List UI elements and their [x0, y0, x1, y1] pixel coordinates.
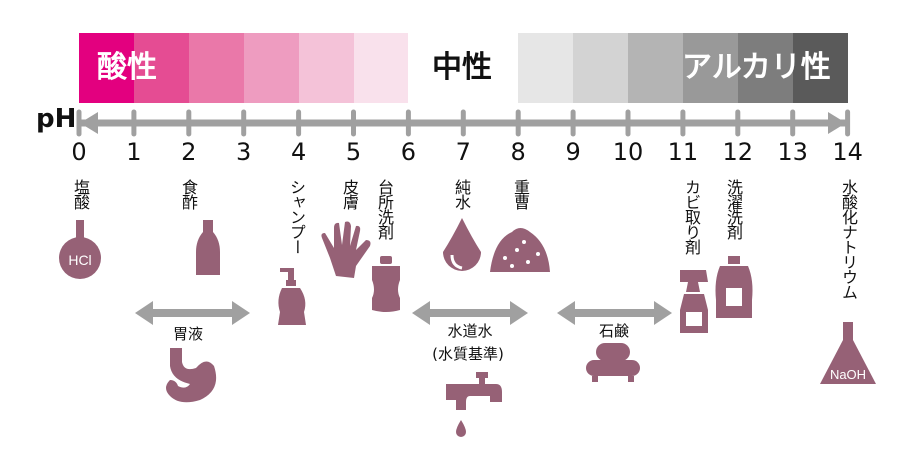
ph-segment-12	[737, 33, 793, 103]
laundry-bottle-icon	[715, 256, 753, 318]
label-vinegar: 食酢	[179, 179, 198, 209]
flask-naoh-icon: NaOH	[820, 322, 876, 384]
ph-segment-0	[79, 33, 134, 103]
label-pure-water: 純水	[452, 179, 471, 209]
tick-label: 8	[510, 138, 526, 166]
tick-label: 13	[777, 138, 808, 166]
shampoo-pump-icon	[278, 268, 306, 325]
hand-skin-icon	[321, 221, 371, 278]
label-soap: 石鹸	[598, 322, 630, 340]
ph-segment-5	[353, 33, 409, 103]
ph-axis-label: pH	[36, 104, 77, 134]
label-tap-water: 水道水	[447, 322, 493, 340]
label-mold-remover: カビ取り剤	[682, 179, 701, 254]
water-drop-icon	[443, 218, 481, 271]
naoh-icon-text: NaOH	[830, 367, 866, 382]
tick-label: 2	[181, 138, 197, 166]
hcl-icon-text: HCl	[68, 252, 91, 268]
label-sodium-hydroxide: 水酸化ナトリウム	[839, 179, 858, 299]
tick-label: 0	[71, 138, 87, 166]
vinegar-bottle-icon	[196, 220, 220, 275]
ph-segment-10	[628, 33, 683, 103]
tick-label: 7	[455, 138, 471, 166]
tick-label: 11	[667, 138, 699, 166]
neutral-label: 中性	[432, 50, 492, 85]
ph-segment-6	[408, 33, 464, 103]
stomach-icon	[166, 348, 217, 403]
label-shampoo: シャンプー	[287, 179, 306, 254]
ph-segment-9	[573, 33, 629, 103]
tick-label: 4	[290, 138, 307, 166]
tick-label: 1	[126, 138, 142, 166]
axis-arrow-left	[80, 112, 98, 134]
ph-segment-4	[298, 33, 354, 103]
tick-label: 3	[236, 138, 252, 166]
ph-segment-13	[792, 33, 848, 103]
alkaline-label: アルカリ性	[682, 50, 831, 85]
tick-label: 5	[345, 138, 362, 166]
tick-label: 10	[612, 138, 644, 166]
label-gastric-juice: 胃液	[172, 325, 204, 343]
ph-segment-1	[133, 33, 189, 103]
tick-label: 6	[400, 138, 417, 166]
label-hcl: 塩酸	[71, 179, 90, 209]
ph-segment-8	[518, 33, 574, 103]
axis-arrow-right	[828, 112, 846, 134]
dish-soap-bottle-icon	[372, 256, 400, 312]
range-arrow-gastric	[135, 301, 250, 325]
acid-label: 酸性	[97, 50, 157, 85]
tick-label: 14	[832, 138, 863, 166]
flask-hcl-icon: HCl	[59, 220, 101, 279]
label-water-standard: (水質基準)	[432, 345, 504, 363]
baking-soda-pile-icon	[490, 228, 550, 272]
label-baking-soda: 重曹	[511, 179, 530, 209]
ph-segment-7	[463, 33, 519, 103]
soap-dish-icon	[586, 343, 640, 382]
ph-segment-3	[243, 33, 299, 103]
ph-segment-2	[188, 33, 244, 103]
range-arrow-tap	[412, 301, 528, 325]
tick-label: 12	[722, 138, 754, 166]
label-dish-detergent: 台所洗剤	[375, 179, 394, 239]
label-skin: 皮膚	[340, 179, 359, 209]
tick-label: 9	[565, 138, 581, 166]
mold-spray-icon	[680, 270, 708, 333]
ph-axis	[76, 109, 851, 137]
range-arrow-soap	[557, 301, 672, 325]
ph-segment-11	[682, 33, 738, 103]
faucet-icon	[446, 372, 502, 437]
label-laundry-detergent: 洗濯洗剤	[724, 179, 743, 239]
